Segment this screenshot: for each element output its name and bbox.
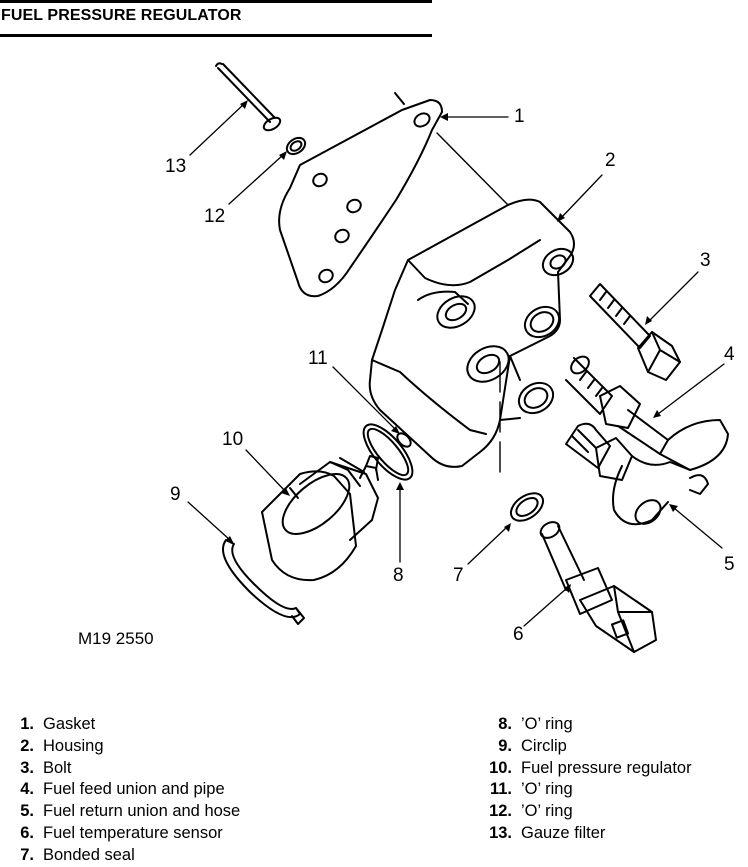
callout-7: 7 xyxy=(453,565,464,586)
legend-label: Fuel pressure regulator xyxy=(521,758,692,777)
legend-item: 5. Fuel return union and hose xyxy=(0,801,240,823)
o-ring-8-part xyxy=(362,423,414,481)
legend-label: Fuel feed union and pipe xyxy=(43,780,225,799)
legend-label: Bonded seal xyxy=(43,845,135,864)
callout-10: 10 xyxy=(222,429,243,450)
legend-label: Gasket xyxy=(43,715,96,733)
legend-number: 6. xyxy=(20,823,34,842)
legend-item: 1. Gasket xyxy=(0,714,240,736)
assembly-line xyxy=(436,132,509,206)
leader-arrowheads xyxy=(225,100,678,593)
fuel-feed-union-part xyxy=(565,355,729,495)
legend-label: Gauze filter xyxy=(521,823,606,842)
bonded-seal-part xyxy=(499,361,545,522)
o-ring-11-part xyxy=(396,432,412,448)
legend-number: 10. xyxy=(489,758,512,777)
legend-item: 4. Fuel feed union and pipe xyxy=(0,779,240,801)
legend-item: 7. Bonded seal xyxy=(0,845,240,867)
gasket-part xyxy=(278,92,443,298)
legend-right: 8. ’O’ ring 9. Circlip 10. Fuel pressure re… xyxy=(474,714,692,845)
gauze-filter-part xyxy=(215,62,282,132)
callout-13: 13 xyxy=(165,156,186,177)
fuel-pressure-regulator-part xyxy=(261,455,379,582)
legend-number: 4. xyxy=(20,780,34,799)
legend-number: 11. xyxy=(489,780,512,799)
header-rule-bottom xyxy=(0,34,432,37)
callout-6: 6 xyxy=(513,624,524,645)
legend-label: Fuel temperature sensor xyxy=(43,823,223,842)
legend-label: Housing xyxy=(43,736,104,755)
legend-number: 9. xyxy=(498,736,512,755)
legend-label: Bolt xyxy=(43,758,72,777)
exploded-diagram: 1 2 3 4 5 6 7 8 9 10 11 12 13 M19 2550 xyxy=(78,62,735,653)
callout-5: 5 xyxy=(724,554,735,575)
o-ring-12-part xyxy=(285,136,307,156)
callout-11: 11 xyxy=(308,348,328,369)
legend-item: 11. ’O’ ring xyxy=(474,779,692,801)
legend-number: 7. xyxy=(20,845,34,864)
legend-label: ’O’ ring xyxy=(521,780,573,799)
legend-number: 3. xyxy=(20,758,34,777)
callout-2: 2 xyxy=(605,150,616,171)
legend-label: ’O’ ring xyxy=(521,715,573,733)
legend-item: 3. Bolt xyxy=(0,758,240,780)
legend-item: 9. Circlip xyxy=(474,736,692,758)
fuel-temperature-sensor-part xyxy=(539,521,657,653)
callout-12: 12 xyxy=(204,206,225,227)
legend-label: ’O’ ring xyxy=(521,802,573,821)
legend-number: 2. xyxy=(20,736,34,755)
bolt-part xyxy=(589,283,681,381)
legend-number: 13. xyxy=(489,823,512,842)
legend-item: 10. Fuel pressure regulator xyxy=(474,758,692,780)
callout-3: 3 xyxy=(700,250,711,271)
legend-number: 5. xyxy=(20,802,34,821)
legend-item: 13. Gauze filter xyxy=(474,823,692,845)
callout-1: 1 xyxy=(514,106,525,127)
legend-left: 1. Gasket 2. Housing 3. Bolt 4. Fuel feed un… xyxy=(0,714,240,867)
header-rule-top xyxy=(0,0,432,3)
circlip-part xyxy=(222,539,305,625)
legend-item: 6. Fuel temperature sensor xyxy=(0,823,240,845)
leader-lines xyxy=(187,103,725,627)
legend-item: 8. ’O’ ring xyxy=(474,714,692,736)
page-title: FUEL PRESSURE REGULATOR xyxy=(1,7,242,24)
fuel-return-union-part xyxy=(565,422,691,526)
legend-item: 12. ’O’ ring xyxy=(474,801,692,823)
callout-8: 8 xyxy=(393,565,404,586)
callout-4: 4 xyxy=(724,344,735,365)
housing-part xyxy=(368,198,575,468)
legend-label: Fuel return union and hose xyxy=(43,802,241,821)
legend-item: 2. Housing xyxy=(0,736,240,758)
legend-number: 8. xyxy=(498,715,512,733)
legend-label: Circlip xyxy=(521,736,567,755)
callout-9: 9 xyxy=(170,484,181,505)
figure-reference: M19 2550 xyxy=(78,629,154,648)
legend-number: 12. xyxy=(489,802,512,821)
legend-number: 1. xyxy=(20,715,34,733)
